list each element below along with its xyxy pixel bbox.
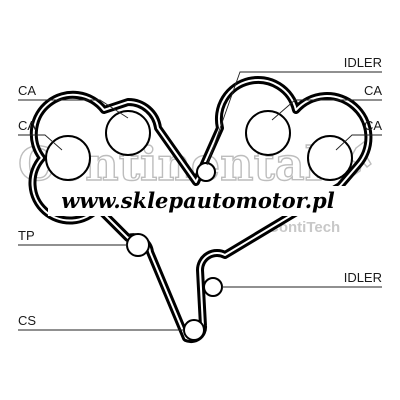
- pulley-tp: [126, 233, 150, 257]
- label-idler-bottom: IDLER: [344, 270, 382, 285]
- leader-ca-top-left: [18, 99, 129, 119]
- label-ca-mid-left: CA: [18, 118, 36, 133]
- pulleys: [45, 110, 353, 341]
- label-cs: CS: [18, 313, 36, 328]
- pulley-ca-mid-left: [45, 135, 91, 181]
- url-background: [48, 186, 348, 216]
- pulley-cs: [183, 319, 205, 341]
- label-tp: TP: [18, 228, 35, 243]
- pulley-ca-top-right: [245, 110, 291, 156]
- leader-ca-mid-right: [335, 134, 382, 151]
- label-idler-top: IDLER: [344, 55, 382, 70]
- leader-ca-top-right: [271, 99, 382, 121]
- url-watermark: www.sklepautomotor.pl: [48, 186, 348, 216]
- watermark-subbrand: ContiTech: [268, 219, 340, 236]
- url-text: www.sklepautomotor.pl: [61, 188, 334, 213]
- leader-idler-top: [206, 71, 382, 166]
- belt: [28, 75, 373, 344]
- label-ca-top-right: CA: [364, 83, 382, 98]
- leader-lines: [18, 71, 382, 331]
- leader-ca-mid-left: [18, 134, 63, 151]
- pulley-idler-top: [196, 162, 216, 182]
- label-ca-top-left: CA: [18, 83, 36, 98]
- labels: CA CA IDLER CA CA TP IDLER CS: [18, 55, 382, 328]
- pulley-ca-top-left: [105, 110, 151, 156]
- label-ca-mid-right: CA: [364, 118, 382, 133]
- pulley-idler-bottom: [203, 277, 223, 297]
- belt-inner-edge: [31, 78, 370, 341]
- pulley-ca-mid-right: [307, 135, 353, 181]
